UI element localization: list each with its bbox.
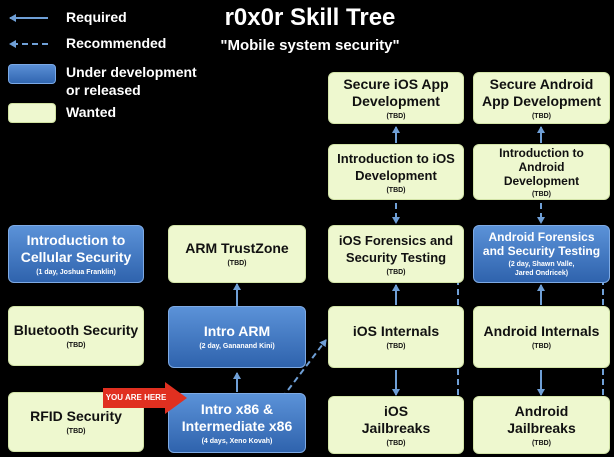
node-name: iOS Forensics and Security Testing — [338, 232, 454, 265]
node-secure-ios-app-development[interactable]: Secure iOS App Development (TBD) — [328, 72, 464, 124]
node-detail: (TBD) — [66, 342, 86, 349]
node-name: Secure Android App Development — [481, 75, 601, 109]
dashed-x86-to-ios-internals — [281, 339, 327, 399]
node-bluetooth-security[interactable]: Bluetooth Security (TBD) — [8, 306, 144, 366]
node-name: ARM TrustZone — [185, 240, 289, 256]
legend-under-development-label: Under development or released — [66, 64, 197, 98]
node-name: Secure iOS App Development — [343, 75, 449, 109]
node-detail: (TBD) — [386, 343, 406, 350]
node-detail: (2 day, Shawn Valle, Jared Ondricek) — [508, 261, 575, 277]
node-intro-ios-development[interactable]: Introduction to iOS Development (TBD) — [328, 144, 464, 200]
node-name: Introduction to Android Development — [499, 145, 584, 188]
node-name: Intro x86 & Intermediate x86 — [181, 400, 293, 434]
node-intro-android-development[interactable]: Introduction to Android Development (TBD… — [473, 144, 610, 200]
node-detail: (TBD) — [386, 268, 406, 276]
legend-required-label: Required — [66, 9, 127, 25]
node-detail: (TBD) — [531, 343, 552, 350]
node-detail: (TBD) — [531, 439, 552, 447]
node-secure-android-app-development[interactable]: Secure Android App Development (TBD) — [473, 72, 610, 124]
node-detail: (TBD) — [531, 112, 552, 120]
node-name: Bluetooth Security — [13, 322, 139, 338]
node-arm-trustzone[interactable]: ARM TrustZone (TBD) — [168, 225, 306, 283]
node-name: Introduction to iOS Development — [337, 150, 455, 183]
node-name: Introduction to Cellular Security — [20, 231, 132, 265]
node-intro-cellular-security[interactable]: Introduction to Cellular Security (1 day… — [8, 225, 144, 283]
node-ios-internals[interactable]: iOS Internals (TBD) — [328, 306, 464, 368]
node-android-internals[interactable]: Android Internals (TBD) — [473, 306, 610, 368]
node-name: iOS Internals — [352, 323, 440, 339]
node-intro-x86-intermediate-x86[interactable]: Intro x86 & Intermediate x86 (4 days, Xe… — [168, 393, 306, 453]
node-android-forensics-security-testing[interactable]: Android Forensics and Security Testing (… — [473, 225, 610, 283]
node-detail: (TBD) — [386, 439, 406, 447]
legend-wanted-label: Wanted — [66, 104, 117, 120]
legend-under-development-swatch — [8, 64, 56, 84]
node-name: Android Forensics and Security Testing — [482, 230, 601, 258]
node-name: iOS Jailbreaks — [361, 402, 431, 436]
node-name: RFID Security — [30, 408, 122, 424]
legend-wanted-swatch — [8, 103, 56, 123]
node-detail: (TBD) — [227, 260, 247, 267]
node-name: Android Jailbreaks — [507, 402, 576, 436]
page-title: r0x0r Skill Tree — [224, 4, 396, 31]
node-ios-jailbreaks[interactable]: iOS Jailbreaks (TBD) — [328, 396, 464, 454]
you-are-here-arrow-icon — [103, 382, 187, 414]
node-detail: (1 day, Joshua Franklin) — [36, 268, 116, 276]
node-detail: (4 days, Xeno Kovah) — [201, 437, 273, 445]
node-detail: (TBD) — [531, 190, 552, 198]
node-name: Android Internals — [483, 323, 600, 339]
you-are-here-label: YOU ARE HERE — [105, 393, 167, 402]
node-detail: (2 day, Gananand Kini) — [199, 343, 275, 350]
legend-recommended-label: Recommended — [66, 35, 167, 51]
node-detail: (TBD) — [386, 112, 406, 120]
node-intro-arm[interactable]: Intro ARM (2 day, Gananand Kini) — [168, 306, 306, 368]
node-detail: (TBD) — [66, 428, 86, 435]
node-android-jailbreaks[interactable]: Android Jailbreaks (TBD) — [473, 396, 610, 454]
node-name: Intro ARM — [203, 323, 271, 339]
node-ios-forensics-security-testing[interactable]: iOS Forensics and Security Testing (TBD) — [328, 225, 464, 283]
page-subtitle: "Mobile system security" — [220, 37, 400, 54]
node-detail: (TBD) — [386, 186, 406, 194]
